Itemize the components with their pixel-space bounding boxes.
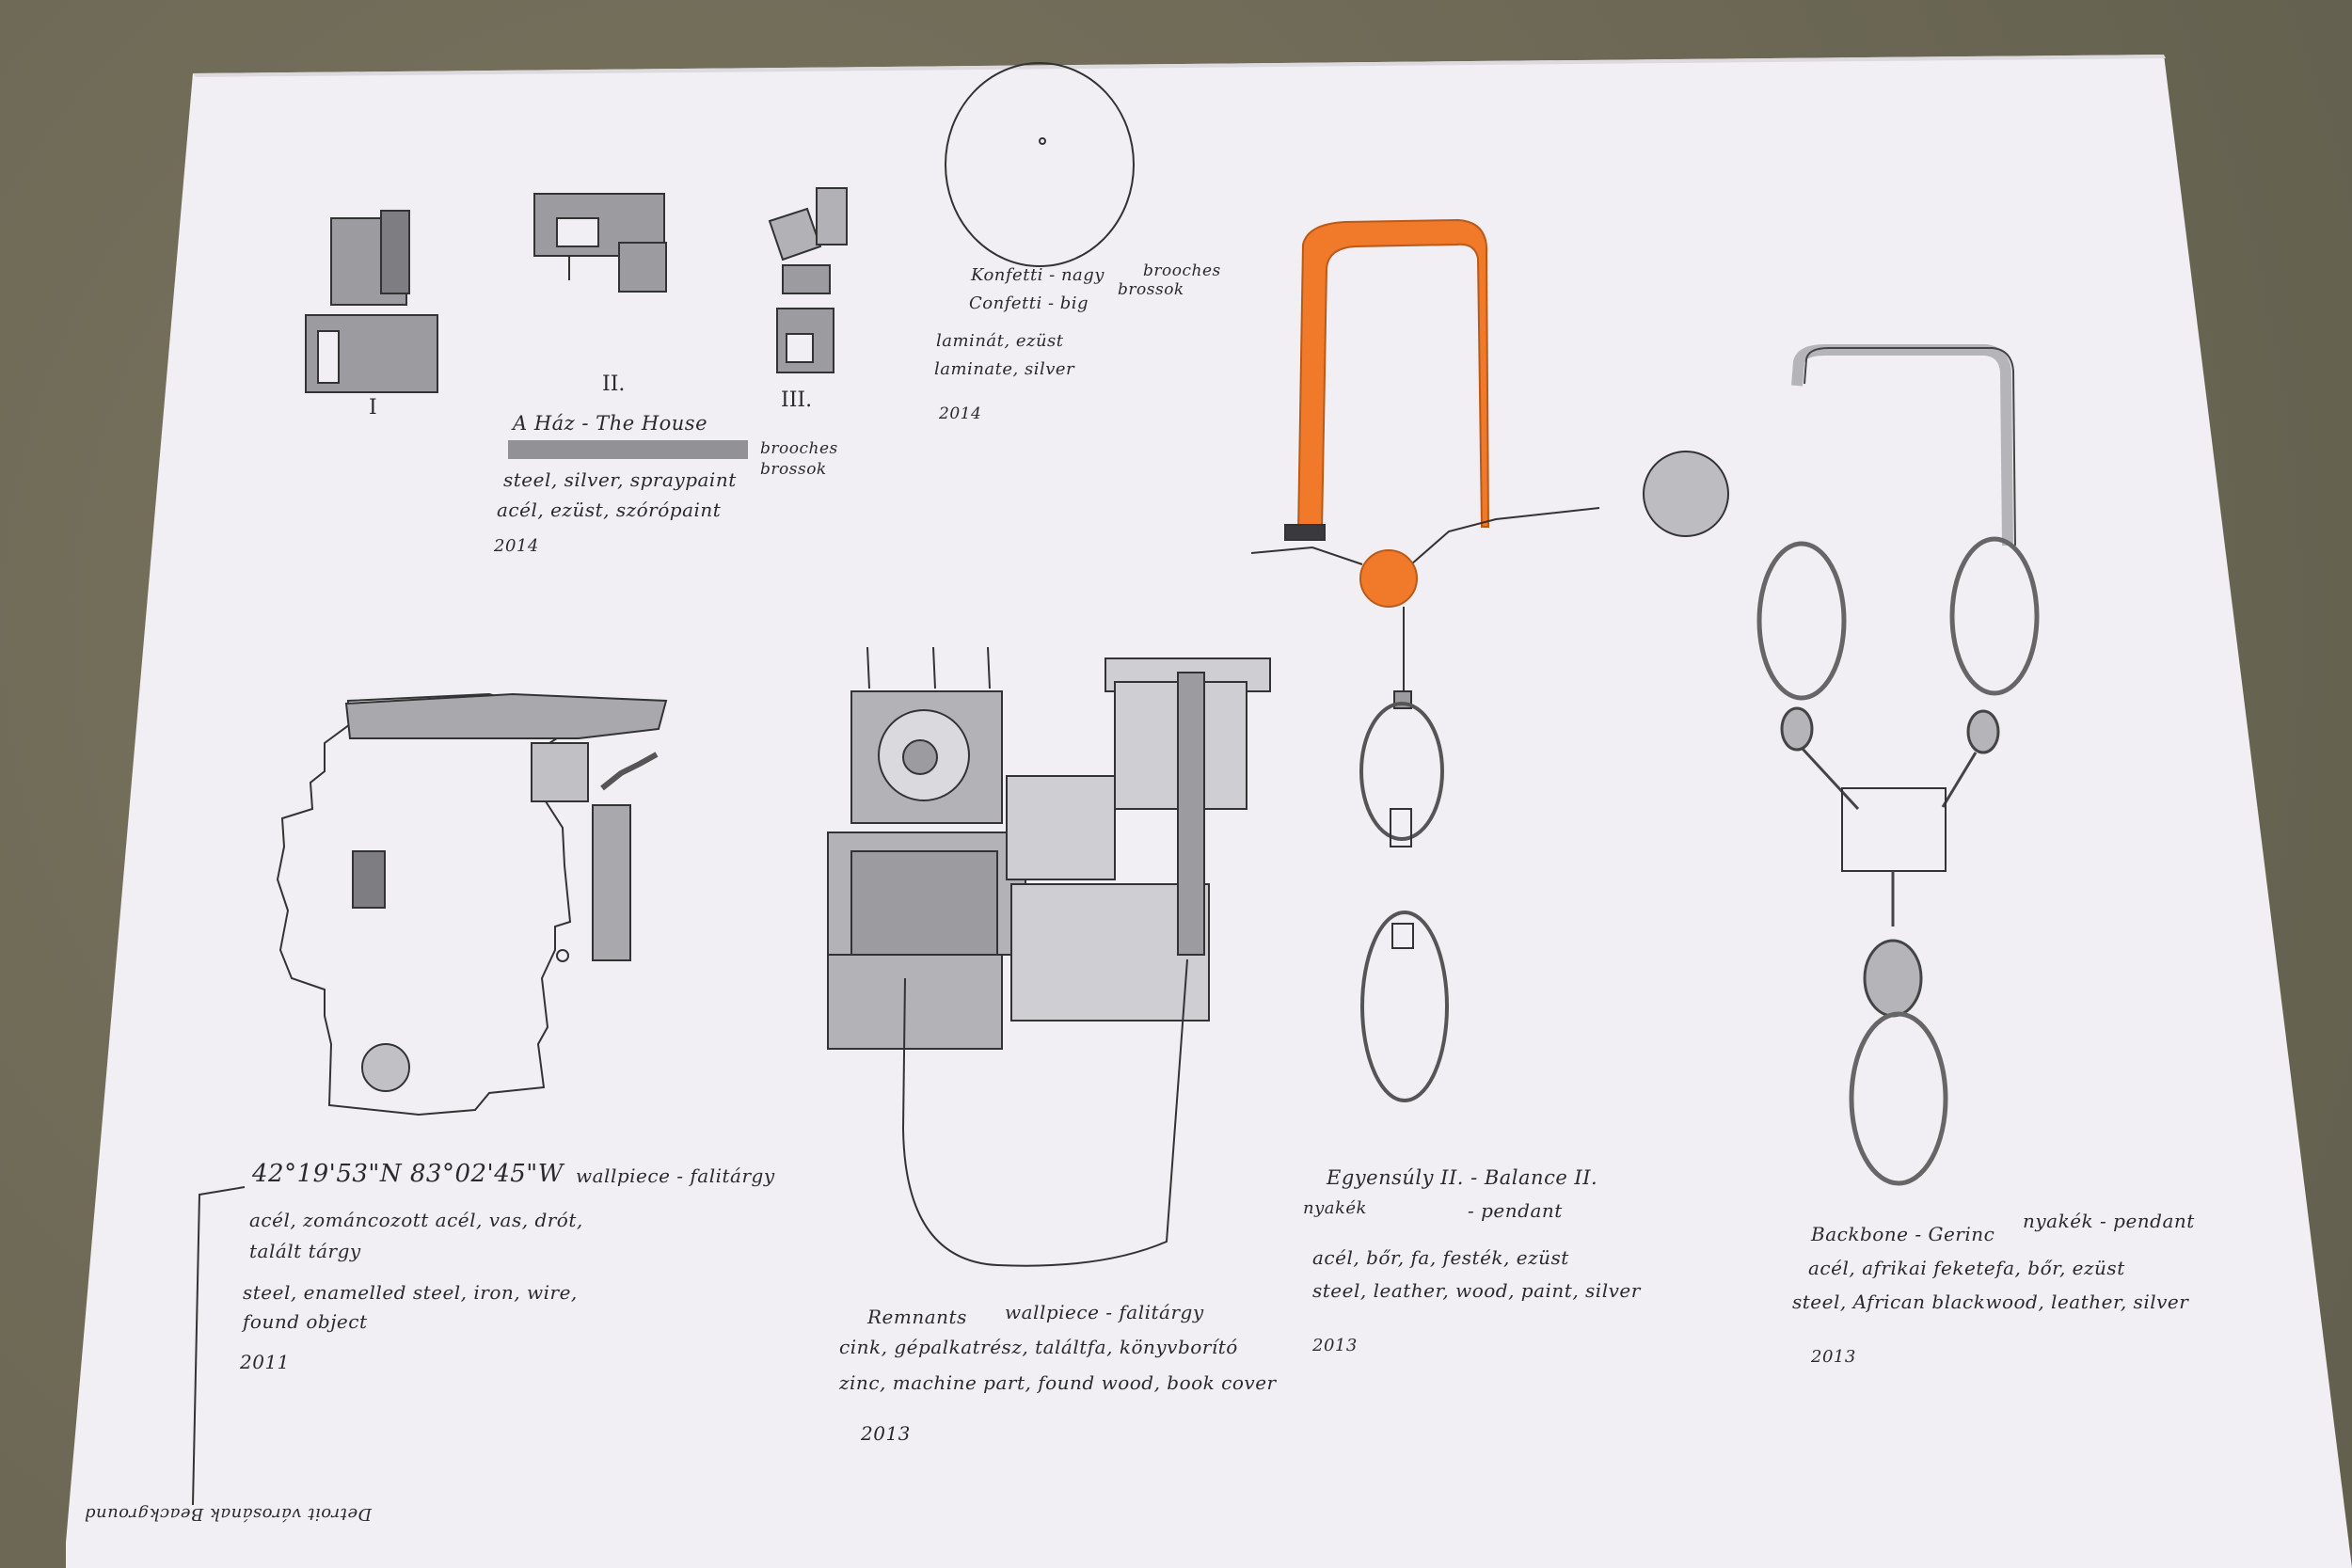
balance-pendant-drawing bbox=[1250, 218, 1729, 1102]
balance-type-en: - pendant bbox=[1468, 1199, 1563, 1222]
remnants-materials-en: zinc, machine part, found wood, book cov… bbox=[839, 1371, 1277, 1394]
house-numeral-i: I bbox=[369, 396, 377, 420]
backbone-materials-en: steel, African blackwood, leather, silve… bbox=[1792, 1291, 2189, 1313]
konfetti-brooch-drawing bbox=[945, 62, 1135, 267]
coordinates-materials-en-2: found object bbox=[243, 1310, 368, 1333]
coordinates-year: 2011 bbox=[240, 1351, 290, 1373]
balance-type-hu: nyakék bbox=[1303, 1198, 1367, 1218]
balance-materials-en: steel, leather, wood, paint, silver bbox=[1312, 1279, 1641, 1302]
backbone-year: 2013 bbox=[1811, 1347, 1856, 1367]
konfetti-type-en: brooches bbox=[1143, 261, 1221, 280]
coordinates-title: 42°19'53"N 83°02'45"W bbox=[252, 1160, 564, 1188]
house-type: brooches brossok bbox=[760, 439, 838, 479]
konfetti-materials-hu: laminát, ezüst bbox=[936, 331, 1064, 351]
paper-sheet-edge bbox=[193, 55, 2166, 77]
house-numeral-ii: II. bbox=[602, 372, 625, 396]
konfetti-title-en: Confetti - big bbox=[969, 293, 1089, 313]
konfetti-materials-en: laminate, silver bbox=[934, 359, 1075, 379]
paper-sheet bbox=[66, 55, 2352, 1568]
coordinates-type: wallpiece - falitárgy bbox=[576, 1164, 775, 1187]
house-title: A Ház - The House bbox=[513, 412, 708, 435]
remnants-wallpiece-drawing bbox=[827, 646, 1271, 1267]
house-brooch-iii-drawing bbox=[768, 187, 848, 373]
house-materials-hu: acél, ezüst, szórópaint bbox=[497, 499, 722, 521]
house-year: 2014 bbox=[494, 536, 539, 556]
balance-title: Egyensúly II. - Balance II. bbox=[1327, 1166, 1598, 1189]
backbone-title: Backbone - Gerinc bbox=[1811, 1223, 1995, 1245]
coordinates-wallpiece-drawing bbox=[192, 692, 668, 1506]
upside-down-footnote: Detroit városának Beackground bbox=[84, 1504, 372, 1524]
house-scribble bbox=[508, 440, 748, 459]
remnants-year: 2013 bbox=[861, 1422, 911, 1445]
house-brooch-ii-drawing bbox=[533, 193, 667, 293]
remnants-materials-hu: cink, gépalkatrész, találtfa, könyvborít… bbox=[839, 1336, 1238, 1358]
coordinates-materials-en-1: steel, enamelled steel, iron, wire, bbox=[243, 1281, 578, 1304]
balance-year: 2013 bbox=[1312, 1336, 1358, 1355]
house-numeral-iii: III. bbox=[781, 388, 812, 412]
remnants-type: wallpiece - falitárgy bbox=[1005, 1301, 1204, 1323]
backbone-type: nyakék - pendant bbox=[2023, 1210, 2195, 1232]
konfetti-type-hu: brossok bbox=[1118, 280, 1184, 299]
balance-materials-hu: acél, bőr, fa, festék, ezüst bbox=[1312, 1246, 1569, 1269]
house-brooch-i-drawing bbox=[305, 210, 438, 393]
backbone-materials-hu: acél, afrikai feketefa, bőr, ezüst bbox=[1808, 1257, 2125, 1279]
coordinates-materials-hu-1: acél, zománcozott acél, vas, drót, bbox=[249, 1209, 583, 1231]
house-materials-en: steel, silver, spraypaint bbox=[503, 468, 737, 491]
remnants-title: Remnants bbox=[867, 1306, 967, 1328]
konfetti-year: 2014 bbox=[939, 404, 982, 423]
backbone-pendant-drawing bbox=[1756, 344, 2040, 1186]
coordinates-materials-hu-2: talált tárgy bbox=[249, 1240, 361, 1262]
konfetti-title-hu: Konfetti - nagy bbox=[971, 265, 1104, 285]
